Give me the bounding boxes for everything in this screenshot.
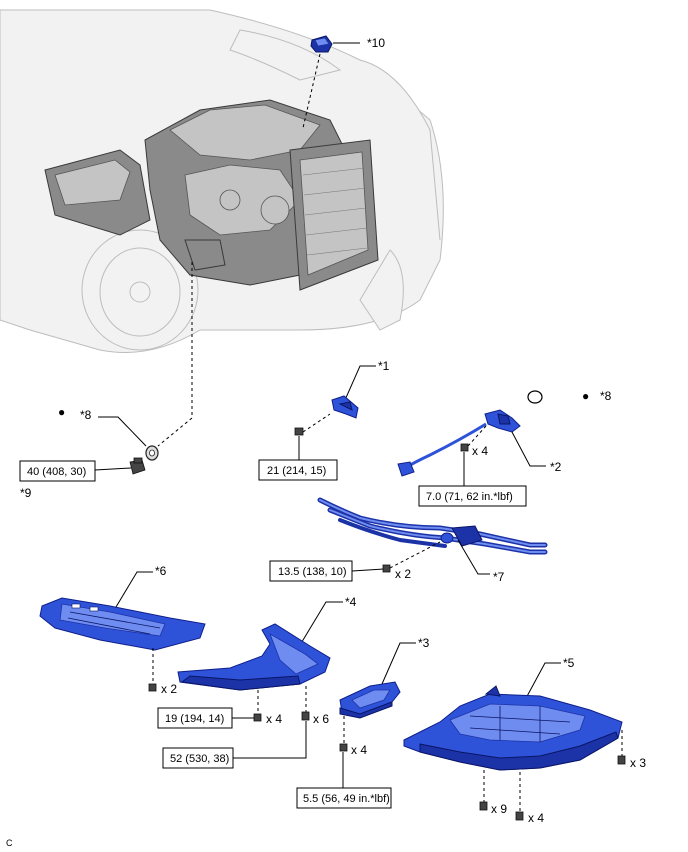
qty-x3: x 3 <box>630 756 646 770</box>
qty-x9: x 9 <box>491 802 507 816</box>
bolt-3 <box>339 743 348 752</box>
dash-10 <box>302 53 321 129</box>
bolt-5c <box>515 811 524 821</box>
qty-x4-low: x 4 <box>351 743 367 757</box>
torque-box-5: 19 (194, 14) <box>157 707 233 729</box>
marker-dot-left: ● <box>58 405 65 419</box>
torque-box-2: 21 (214, 15) <box>258 459 338 481</box>
leader-8-left <box>98 416 147 447</box>
svg-text:40 (408, 30): 40 (408, 30) <box>27 466 86 478</box>
callout-1: *1 <box>378 359 390 373</box>
torque-box-3: 7.0 (71, 62 in.*lbf) <box>418 485 527 507</box>
svg-text:21 (214, 15): 21 (214, 15) <box>267 465 326 477</box>
leader-2 <box>511 431 546 467</box>
qty-x2-mid: x 2 <box>395 567 411 581</box>
marker-dot-right: ● <box>582 389 589 403</box>
part-4-brace <box>177 623 331 691</box>
engine-assembly <box>44 99 379 291</box>
leader-7 <box>457 539 490 575</box>
svg-text:5.5 (56, 49 in.*lbf): 5.5 (56, 49 in.*lbf) <box>303 793 390 805</box>
part-1-bracket <box>331 395 359 419</box>
bolt-5b <box>479 801 488 811</box>
bolt-1 <box>294 427 304 436</box>
svg-text:19 (194, 14): 19 (194, 14) <box>165 713 224 725</box>
callout-7: *7 <box>493 570 505 584</box>
figure-code: C <box>6 838 13 848</box>
leader-5 <box>524 662 561 701</box>
callout-10: *10 <box>367 36 385 50</box>
drain-plug-9 <box>129 457 146 475</box>
bolt-6 <box>148 683 157 692</box>
callout-6: *6 <box>155 564 167 578</box>
part-5-undercover <box>403 685 623 771</box>
part-3-cover <box>339 681 401 719</box>
torque-box-6: 52 (530, 38) <box>162 747 234 769</box>
bolt-4a <box>253 713 262 722</box>
qty-x4-bottom: x 4 <box>528 811 544 825</box>
o-ring-8-right <box>527 390 543 404</box>
callout-3: *3 <box>418 636 430 650</box>
callout-5: *5 <box>563 656 575 670</box>
svg-text:52 (530, 38): 52 (530, 38) <box>170 753 229 765</box>
leader-6 <box>112 571 153 613</box>
part-10-filler-cap <box>310 35 333 53</box>
callout-2: *2 <box>550 460 562 474</box>
bolt-5a <box>617 755 626 765</box>
bolt-4b <box>301 711 310 721</box>
qty-x6: x 6 <box>313 712 329 726</box>
part-6-undercover <box>39 597 206 651</box>
qty-x4-top: x 4 <box>472 444 488 458</box>
qty-x4-mid: x 4 <box>266 712 282 726</box>
bolt-7 <box>382 564 391 573</box>
part-2-sensor <box>397 409 521 477</box>
leader-4 <box>299 601 343 646</box>
torque-box-7: 5.5 (56, 49 in.*lbf) <box>296 787 392 809</box>
torque-box-1: 40 (408, 30) <box>19 460 96 482</box>
callout-4: *4 <box>345 595 357 609</box>
leader-1 <box>344 365 376 401</box>
callout-9: *9 <box>20 486 32 500</box>
callout-8-right: *8 <box>600 389 612 403</box>
svg-text:7.0 (71, 62 in.*lbf): 7.0 (71, 62 in.*lbf) <box>426 491 513 503</box>
leader-3 <box>381 642 416 685</box>
bolt-2 <box>460 443 469 452</box>
callout-8-left: *8 <box>80 408 92 422</box>
qty-x2-left: x 2 <box>161 682 177 696</box>
svg-text:13.5 (138, 10): 13.5 (138, 10) <box>278 566 347 578</box>
part-7-pipe-assembly <box>317 497 548 555</box>
torque-box-4: 13.5 (138, 10) <box>269 560 353 582</box>
dash-drain <box>157 262 193 447</box>
